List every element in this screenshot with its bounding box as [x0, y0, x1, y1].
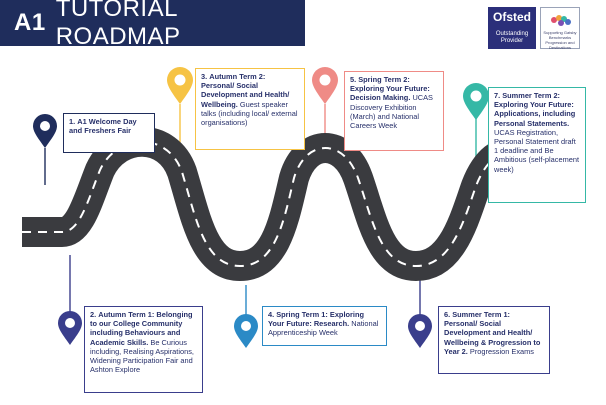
pin-5-icon — [312, 67, 338, 104]
step-box-3: 3. Autumn Term 2: Personal/ Social Devel… — [195, 68, 305, 150]
pin-1-icon — [33, 114, 57, 148]
road-centre-line — [22, 140, 560, 268]
ofsted-logo: Ofsted Outstanding Provider — [488, 7, 536, 49]
title-prefix: A1 — [14, 9, 46, 36]
pin-6-icon — [408, 314, 432, 348]
winding-road — [22, 126, 560, 281]
gatsby-benchmark-logo: Supporting Gatsby Benchmarks Progression… — [540, 7, 580, 50]
step-box-4: 4. Spring Term 1: Exploring Your Future:… — [262, 306, 387, 346]
step-box-2: 2. Autumn Term 1: Belonging to our Colle… — [84, 306, 203, 393]
pin-4-icon — [234, 314, 258, 348]
pin-3-icon — [167, 67, 193, 104]
pin-2-icon — [58, 311, 82, 345]
step-box-7: 7. Summer Term 2: Exploring Your Future:… — [488, 87, 586, 203]
step-box-6: 6. Summer Term 1: Personal/ Social Devel… — [438, 306, 550, 374]
page-title: TUTORIAL ROADMAP — [55, 0, 181, 50]
step-box-1: 1. A1 Welcome Day and Freshers Fair — [63, 113, 155, 153]
step-box-5: 5. Spring Term 2: Exploring Your Future:… — [344, 71, 444, 151]
gatsby-icon — [551, 15, 571, 26]
pin-7-icon — [463, 83, 489, 120]
title-banner: A1 TUTORIAL ROADMAP — [0, 0, 305, 50]
